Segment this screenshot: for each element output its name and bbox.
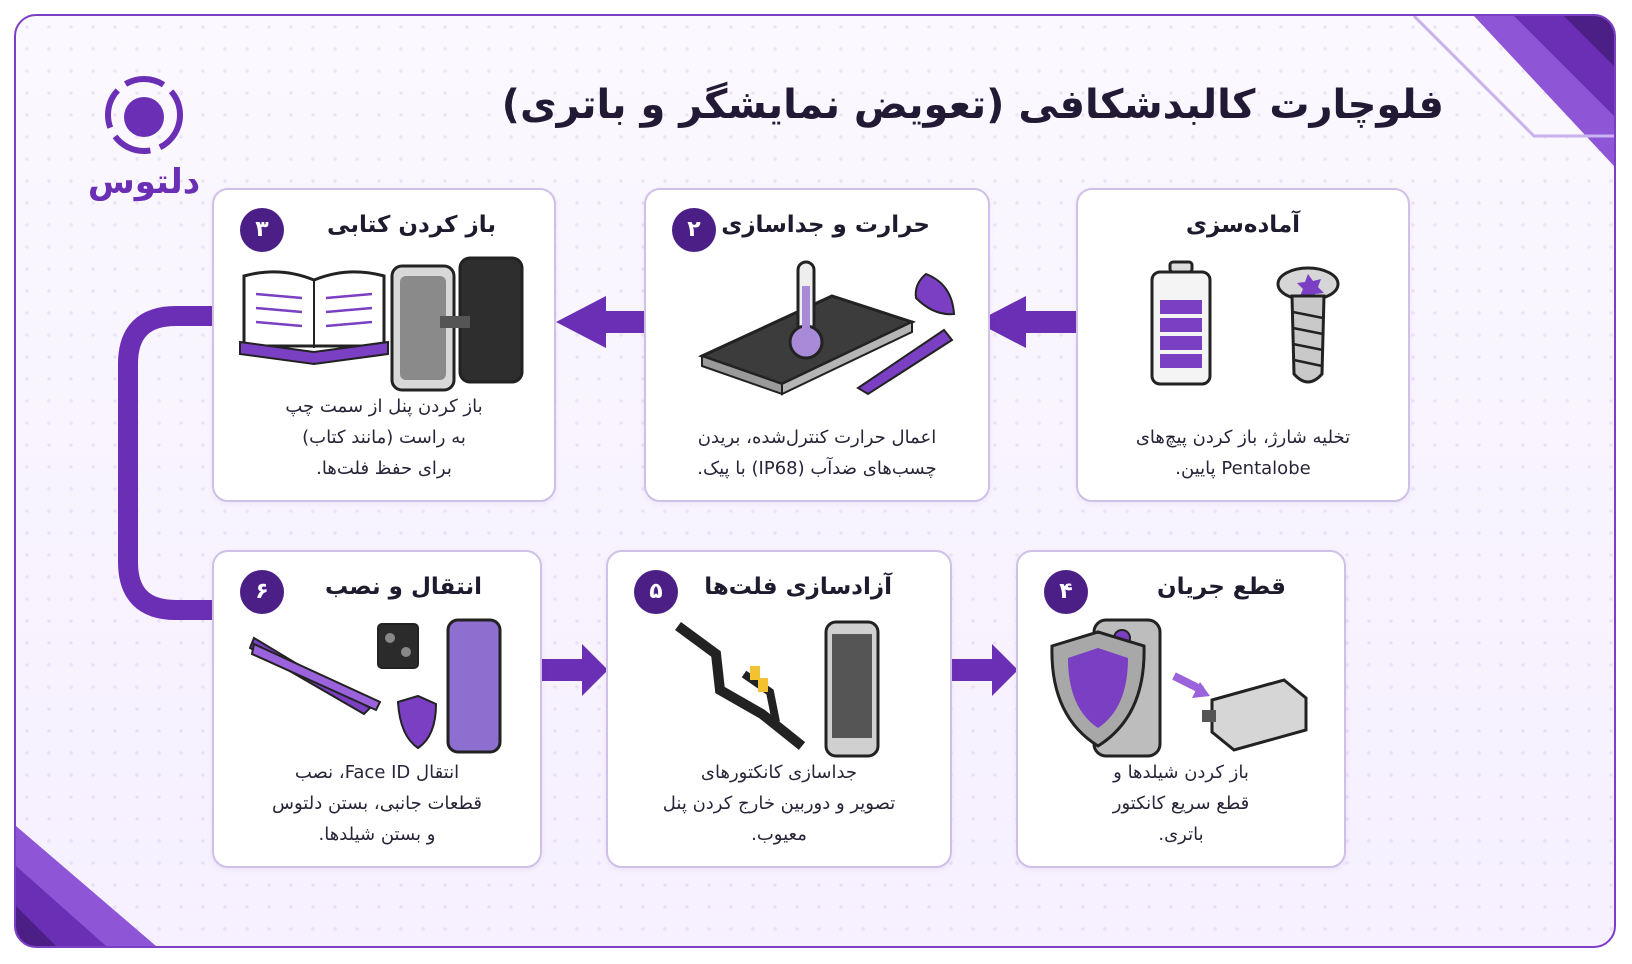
- step-title: انتقال و نصب: [324, 574, 482, 600]
- brand-logo: دلتوس: [74, 74, 214, 202]
- page-title: فلوچارت کالبدشکافی (تعویض نمایشگر و باتر…: [501, 82, 1444, 128]
- battery-icon: [1150, 260, 1212, 386]
- phone-screen-icon: [824, 620, 880, 758]
- step-card-1: آماده‌سزی تخلیه شارژ، باز کردن پیچ‌های P…: [1076, 188, 1410, 502]
- corner-decoration-top-right: [1412, 16, 1614, 166]
- camera-module-icon: [377, 623, 419, 669]
- battery-connector-icon: [1172, 672, 1308, 752]
- step-description-line: تصویر و دوربین خارج کردن پنل: [662, 793, 896, 814]
- step-description: باز کردن پنل از سمت چپ به راست (مانند کت…: [234, 391, 534, 484]
- flex-cable-icon: [675, 621, 806, 750]
- step-number-badge: ۳: [240, 208, 284, 252]
- step-description-line: چسب‌های ضدآب (IP68) با پیک.: [697, 458, 937, 479]
- step-1-illustration: [1150, 260, 1340, 386]
- step-title: باز کردن کتابی: [327, 212, 496, 238]
- guitar-pick-icon: [914, 272, 956, 316]
- step-description-line: برای حفظ فلت‌ها.: [316, 458, 452, 479]
- step-description-line: به راست (مانند کتاب): [302, 427, 466, 448]
- step-title: آماده‌سزی: [1185, 212, 1301, 238]
- step-description: انتقال Face ID، نصب قطعات جانبی، بستن دل…: [234, 757, 520, 850]
- shield-part-icon: [396, 694, 438, 750]
- step-4-illustration: [1050, 618, 1308, 758]
- scalpel-icon: [856, 328, 954, 396]
- step-5-illustration: [675, 620, 880, 758]
- display-panel-icon: [446, 618, 502, 754]
- step-title: قطع جریان: [1157, 574, 1286, 600]
- step-number-badge: ۴: [1044, 570, 1088, 614]
- step-2-illustration: [698, 260, 956, 396]
- open-book-icon: [239, 270, 389, 366]
- step-title: آزادسازی فلت‌ها: [704, 574, 892, 600]
- pentalobe-screw-icon: [1276, 266, 1340, 384]
- step-description-line: باتری.: [1158, 824, 1204, 845]
- step-description-line: قطعات جانبی، بستن دلتوس: [272, 793, 482, 814]
- brand-name: دلتوس: [87, 162, 201, 202]
- step-description-line: انتقال Face ID، نصب: [294, 762, 460, 783]
- step-card-6: انتقال و نصب ۶ انتقال Face ID، نصب قطعات…: [212, 550, 542, 868]
- step-description-line: Pentalobe پایین.: [1175, 458, 1311, 479]
- step-description-line: باز کردن شیلدها و: [1113, 762, 1249, 783]
- step-title: حرارت و جداسازی: [721, 212, 930, 238]
- step-description-line: قطع سریع کانکتور: [1112, 793, 1250, 814]
- shield-phone-icon: [1050, 618, 1162, 758]
- step-description-line: اعمال حرارت کنترل‌شده، بریدن: [697, 427, 937, 448]
- step-description-line: باز کردن پنل از سمت چپ: [285, 396, 483, 417]
- tweezers-icon: [248, 636, 382, 716]
- step-card-4: قطع جریان ۴ باز کردن شیلدها و قطع سریع ک…: [1016, 550, 1346, 868]
- step-description-line: جداسازی کانکتورهای: [700, 762, 858, 783]
- step-card-5: آزادسازی فلت‌ها ۵ جداسازی کانکتورهای تصو…: [606, 550, 952, 868]
- step-description: اعمال حرارت کنترل‌شده، بریدن چسب‌های ضدآ…: [666, 422, 968, 484]
- step-number-badge: ۲: [672, 208, 716, 252]
- step-description: باز کردن شیلدها و قطع سریع کانکتور باتری…: [1038, 757, 1324, 850]
- step-card-2: حرارت و جداسازی ۲ اعمال حرارت کنترل‌شده،: [644, 188, 990, 502]
- corner-decoration-bottom-left: [16, 826, 156, 946]
- step-6-illustration: [248, 618, 502, 754]
- step-number-badge: ۵: [634, 570, 678, 614]
- diagram-frame: دلتوس فلوچارت کالبدشکافی (تعویض نمایشگر …: [14, 14, 1616, 948]
- step-3-illustration: [239, 256, 524, 392]
- step-description: تخلیه شارژ، باز کردن پیچ‌های Pentalobe پ…: [1098, 422, 1388, 484]
- logo-mark-icon: [105, 76, 183, 154]
- step-description-line: تخلیه شارژ، باز کردن پیچ‌های: [1135, 427, 1351, 448]
- step-card-3: باز کردن کتابی ۳ باز کردن پنل از سمت چپ …: [212, 188, 556, 502]
- step-description: جداسازی کانکتورهای تصویر و دوربین خارج ک…: [628, 757, 930, 850]
- thermometer-icon: [788, 260, 824, 360]
- opened-phone-icon: [390, 256, 524, 392]
- step-number-badge: ۶: [240, 570, 284, 614]
- step-description-line: و بستن شیلدها.: [318, 824, 436, 845]
- step-description-line: معیوب.: [751, 824, 807, 845]
- flow-connectors: [118, 296, 1082, 696]
